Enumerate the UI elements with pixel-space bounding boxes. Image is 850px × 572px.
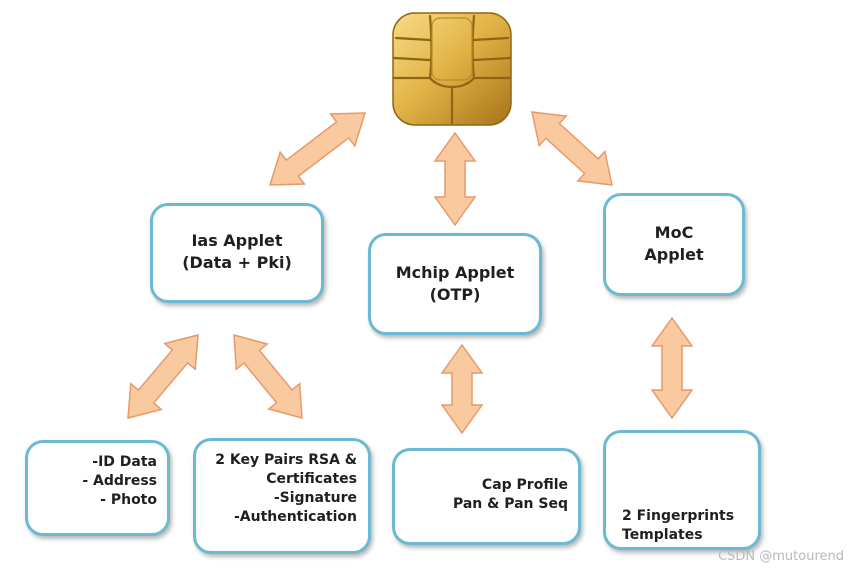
fingerprints-line: 2 Fingerprints: [622, 508, 735, 524]
cap-profile-box: [392, 448, 581, 545]
mchip-applet-title: Mchip Applet: [395, 263, 515, 282]
cap-profile-label: Cap Profile Pan & Pan Seq: [430, 476, 568, 514]
address-line: - Address: [82, 472, 157, 489]
certificates-line: Certificates: [266, 470, 357, 487]
key-pairs-line: 2 Key Pairs RSA &: [215, 452, 357, 468]
arrow-moc-to-fingerprints: [650, 316, 694, 420]
mchip-applet-label: Mchip Applet (OTP): [368, 262, 542, 305]
cap-profile-line: Cap Profile: [481, 477, 568, 493]
ias-applet-subtitle: (Data + Pki): [182, 252, 292, 272]
ias-applet-title: Ias Applet: [191, 231, 283, 250]
id-data-box: [25, 440, 170, 536]
moc-applet-box: [603, 193, 745, 296]
fingerprints-box: [603, 430, 761, 550]
connector-arrows: [127, 111, 694, 435]
ias-applet-label: Ias Applet (Data + Pki): [150, 230, 324, 273]
arrow-ias-to-key-pairs: [233, 334, 303, 419]
smart-card-chip-icon: [392, 12, 512, 126]
arrow-chip-to-mchip: [433, 131, 477, 227]
moc-applet-label: MoC Applet: [603, 222, 745, 265]
arrow-chip-to-moc: [531, 111, 613, 186]
moc-applet-subtitle: Applet: [644, 244, 704, 264]
arrow-mchip-to-cap-profile: [440, 343, 484, 435]
signature-line: -Signature: [273, 489, 357, 506]
arrow-chip-to-ias: [268, 112, 367, 186]
arrow-ias-to-id-data: [127, 334, 199, 419]
key-pairs-label: 2 Key Pairs RSA & Certificates -Signatur…: [205, 451, 357, 527]
authentication-line: -Authentication: [233, 508, 357, 525]
templates-line: Templates: [622, 526, 703, 543]
pan-seq-line: Pan & Pan Seq: [452, 495, 568, 512]
photo-line: - Photo: [100, 491, 157, 508]
id-data-label: -ID Data - Address - Photo: [75, 453, 157, 510]
key-pairs-box: [193, 438, 371, 554]
fingerprints-label: 2 Fingerprints Templates: [606, 507, 752, 545]
ias-applet-box: [150, 203, 324, 303]
mchip-applet-subtitle: (OTP): [429, 284, 481, 304]
watermark-text: CSDN @mutourend: [718, 549, 844, 564]
id-data-line: -ID Data: [92, 454, 157, 470]
mchip-applet-box: [368, 233, 542, 335]
moc-applet-title: MoC: [654, 223, 694, 242]
